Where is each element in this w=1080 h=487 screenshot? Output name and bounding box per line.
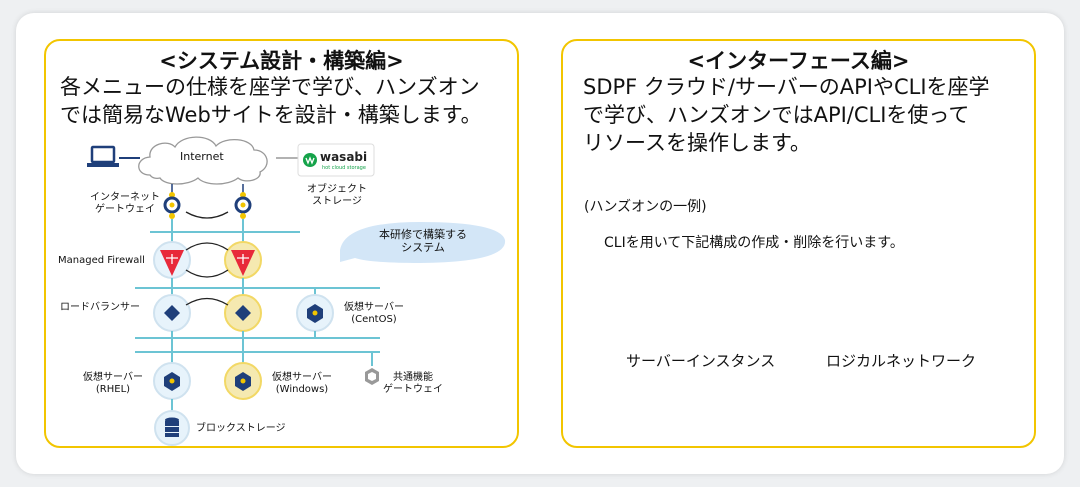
description-line: で学び、ハンズオンではAPI/CLIを使って [583, 103, 970, 127]
vserver-centos-label: 仮想サーバー (CentOS) [344, 302, 404, 325]
callout-text: 本研修で構築する システム [379, 228, 467, 254]
virtual-server-icon [224, 362, 262, 400]
firewall-icon [224, 241, 262, 279]
block-storage-icon [154, 410, 190, 446]
description-line: では簡易なWebサイトを設計・構築します。 [60, 103, 482, 127]
common-gateway-icon [365, 368, 379, 385]
internet-cloud-icon [138, 136, 268, 185]
internet-label: Internet [180, 150, 224, 163]
description-line: リソースを操作します。 [583, 131, 811, 155]
firewall-icon [153, 241, 191, 279]
panel-description: SDPF クラウド/サーバーのAPIやCLIを座学 で学び、ハンズオンではAPI… [583, 73, 1033, 157]
wasabi-tagline: hot cloud storage [322, 165, 366, 171]
example-heading: (ハンズオンの一例) [584, 199, 707, 215]
panel-title: <インターフェース編> [687, 49, 910, 73]
wasabi-logo [297, 143, 375, 177]
common-gateway-label: 共通機能 ゲートウェイ [383, 372, 443, 395]
interface-panel: <インターフェース編> SDPF クラウド/サーバーのAPIやCLIを座学 で学… [561, 39, 1036, 448]
internet-gateway-label: インターネット ゲートウェイ [90, 192, 160, 215]
vserver-rhel-label: 仮想サーバー (RHEL) [83, 372, 143, 395]
server-instance-label: サーバーインスタンス [626, 352, 776, 370]
virtual-server-icon [153, 362, 191, 400]
internet-gateway-icon [234, 192, 252, 219]
callout-bubble [340, 222, 506, 263]
wasabi-brand-text: wasabi [320, 150, 368, 164]
block-storage-label: ブロックストレージ [196, 423, 286, 434]
internet-gateway-icon [163, 192, 181, 219]
load-balancer-icon [224, 294, 262, 332]
laptop-icon [87, 145, 119, 167]
description-line: 各メニューの仕様を座学で学び、ハンズオン [60, 75, 480, 99]
panel-title: <システム設計・構築編> [159, 49, 404, 73]
description-line: SDPF クラウド/サーバーのAPIやCLIを座学 [583, 75, 990, 99]
load-balancer-icon [153, 294, 191, 332]
panel-description: 各メニューの仕様を座学で学び、ハンズオン では簡易なWebサイトを設計・構築しま… [60, 73, 520, 129]
logical-network-label: ロジカルネットワーク [826, 352, 977, 370]
example-text: CLIを用いて下記構成の作成・削除を行います。 [604, 235, 904, 251]
load-balancer-label: ロードバランサー [60, 302, 140, 313]
object-storage-label: オブジェクト ストレージ [307, 184, 367, 207]
vserver-windows-label: 仮想サーバー (Windows) [272, 372, 332, 395]
virtual-server-icon [296, 294, 334, 332]
managed-firewall-label: Managed Firewall [58, 255, 145, 266]
